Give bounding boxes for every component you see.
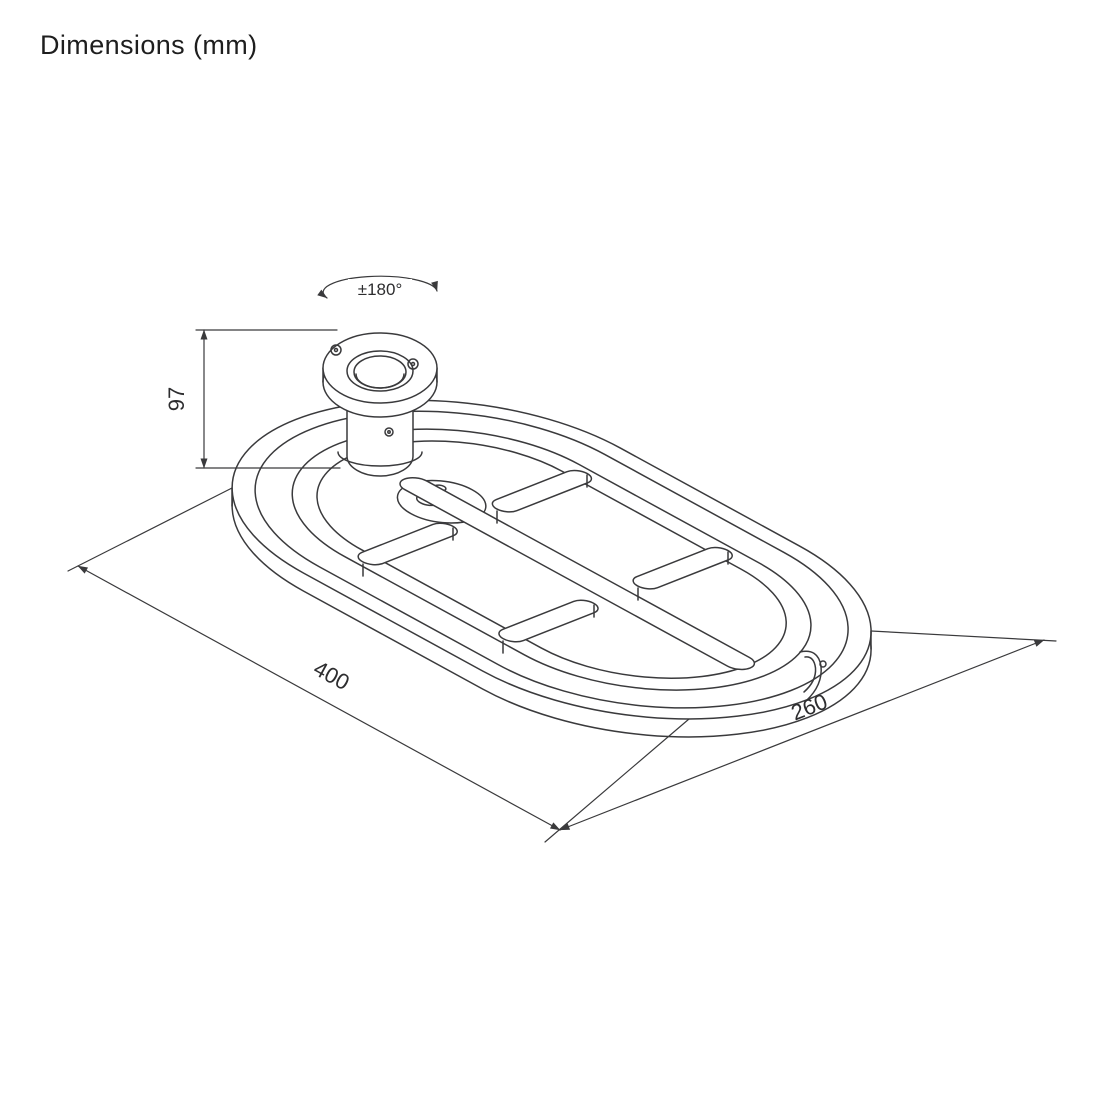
support-bracket (627, 545, 738, 592)
rotation-angle-label: ±180° (358, 280, 403, 299)
support-bracket (352, 521, 463, 568)
flange-screw (408, 359, 418, 369)
support-bracket (487, 468, 598, 515)
mount-cylinder-group (323, 333, 437, 476)
witness-line (67, 487, 233, 572)
flange-screw-dot (412, 363, 415, 366)
column-screw-dot (388, 431, 390, 433)
page-title: Dimensions (mm) (40, 30, 258, 60)
rotation-label-backdrop (348, 279, 412, 299)
column-screw (385, 428, 393, 436)
flange-screw (331, 345, 341, 355)
tray-top-face (137, 357, 966, 762)
dim-line-260 (559, 639, 1045, 831)
dimension-height-group: 97 (164, 329, 341, 469)
pole-hole-depth-arc (356, 374, 404, 388)
flange-screw-dot (335, 349, 338, 352)
dim-line-400 (77, 565, 561, 831)
dim-label-400: 400 (309, 656, 353, 696)
rotation-arrow-icon (317, 275, 438, 299)
rotation-indicator: ±180° (317, 275, 438, 299)
witness-line (870, 630, 1057, 642)
witness-line (544, 718, 690, 843)
mount-base-skirt (338, 452, 422, 466)
dim-label-97: 97 (164, 387, 189, 411)
